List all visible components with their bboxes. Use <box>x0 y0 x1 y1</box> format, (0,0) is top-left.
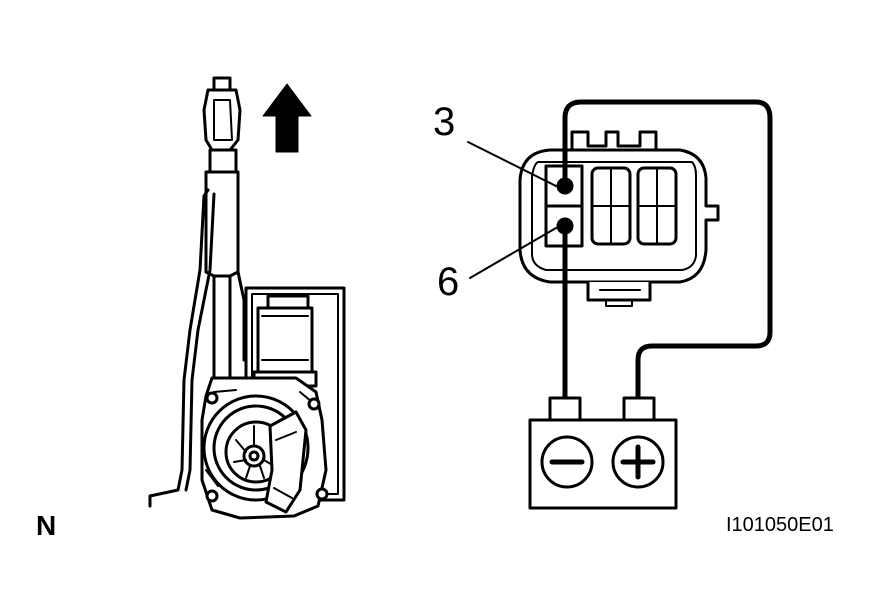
leader-line-6 <box>469 227 557 279</box>
motor-antenna-assembly <box>148 76 346 520</box>
wire-positive <box>562 99 773 401</box>
corner-mark: N <box>36 510 57 541</box>
terminal-label-6: 6 <box>437 260 460 304</box>
arrow-up-icon <box>262 83 312 153</box>
battery <box>528 396 678 510</box>
connector <box>518 130 720 307</box>
figure-code: I101050E01 <box>726 514 834 536</box>
leader-line-3 <box>467 141 557 187</box>
terminal-label-3: 3 <box>433 100 456 144</box>
